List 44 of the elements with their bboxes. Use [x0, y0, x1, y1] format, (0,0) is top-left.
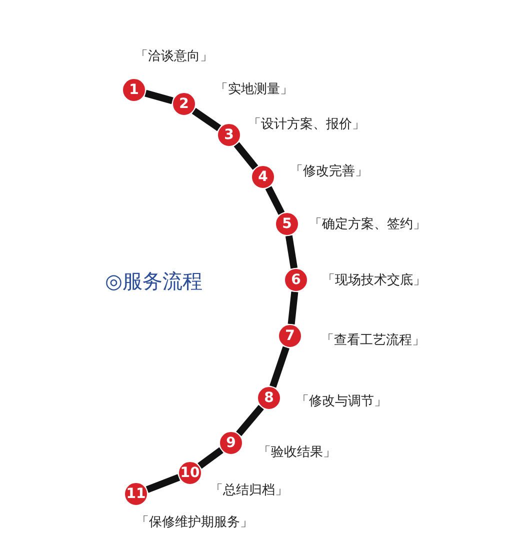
- connector-line: [192, 108, 222, 132]
- step-circle: [284, 268, 308, 292]
- step-circle: [172, 92, 196, 116]
- step-label: 「洽谈意向」: [135, 48, 213, 65]
- step-number: 5: [282, 217, 292, 231]
- diagram-title: ◎服务流程: [105, 268, 202, 295]
- step-circle: [251, 165, 275, 189]
- connector-line: [270, 346, 290, 388]
- step-number: 3: [224, 128, 234, 142]
- step-number: 7: [285, 329, 295, 343]
- step-label: 「现场技术交底」: [322, 272, 426, 289]
- step-circle: [124, 482, 148, 506]
- step-label: 「总结归档」: [210, 482, 288, 499]
- connector-line: [285, 235, 298, 269]
- step-label: 「实地测量」: [215, 81, 293, 98]
- step-label: 「确定方案、签约」: [309, 216, 426, 233]
- step-circle: [219, 431, 243, 455]
- step-number: 11: [126, 487, 146, 501]
- step-number: 6: [291, 273, 301, 287]
- step-number: 1: [129, 83, 139, 97]
- step-circle: [257, 386, 281, 410]
- connector-line: [234, 142, 258, 170]
- step-circle: [122, 78, 146, 102]
- connector-line: [265, 186, 285, 215]
- step-number: 4: [258, 170, 268, 184]
- step-number: 10: [180, 466, 200, 480]
- step-label: 「修改与调节」: [296, 393, 387, 410]
- connector-line: [198, 447, 224, 469]
- connector-line: [236, 404, 264, 436]
- step-label: 「查看工艺流程」: [321, 332, 425, 349]
- step-number: 8: [264, 391, 274, 405]
- step-circle: [217, 123, 241, 147]
- step-label: 「修改完善」: [290, 163, 368, 180]
- step-circle: [178, 461, 202, 485]
- step-label: 「设计方案、报价」: [248, 116, 365, 133]
- step-label: 「保修维护期服务」: [136, 514, 253, 531]
- connector-line: [146, 474, 180, 493]
- step-label: 「验收结果」: [258, 444, 336, 461]
- connector-line: [288, 292, 298, 324]
- step-circle: [278, 324, 302, 348]
- step-number: 9: [226, 436, 236, 450]
- connector-line: [144, 90, 174, 104]
- step-number: 2: [179, 97, 189, 111]
- step-circle: [275, 212, 299, 236]
